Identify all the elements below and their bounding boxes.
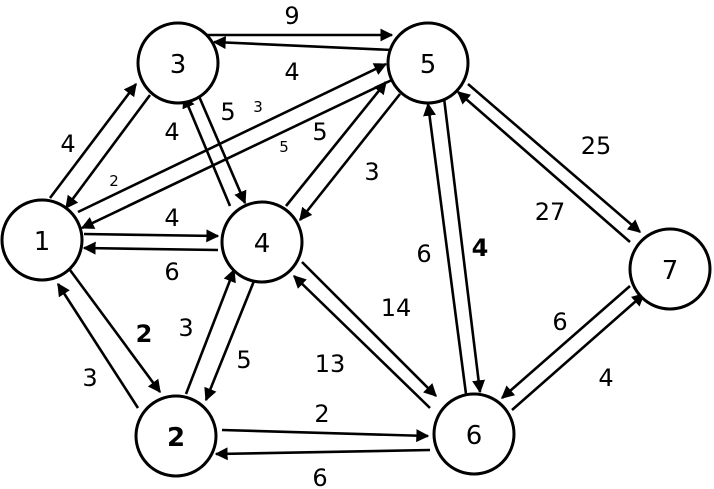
weight-7-6: 6 <box>552 308 567 336</box>
weight-6-7: 4 <box>598 364 613 392</box>
node-2-label: 2 <box>167 423 185 453</box>
edge-6-4 <box>293 275 431 409</box>
edges <box>48 28 645 461</box>
weight-1-4: 4 <box>164 204 179 232</box>
edge-6-2 <box>214 447 431 461</box>
edge-5-1 <box>80 76 397 230</box>
node-4: 4 <box>220 200 304 284</box>
weight-1-2: 2 <box>136 320 153 348</box>
edge-5-6 <box>442 97 486 394</box>
edge-7-6 <box>501 285 631 399</box>
weight-2-4: 3 <box>178 314 193 342</box>
edge-1-3 <box>48 82 138 199</box>
node-5-circle <box>386 21 470 105</box>
edge-4-5 <box>284 80 388 207</box>
node-6: 6 <box>432 392 516 476</box>
weight-6-2: 6 <box>312 464 327 489</box>
node-1-circle <box>0 198 84 282</box>
nodes: 1 2 3 4 5 6 7 <box>0 21 712 478</box>
weight-6-5: 6 <box>416 240 431 268</box>
node-4-label: 4 <box>254 229 271 259</box>
edge-4-2 <box>204 275 258 402</box>
edge-6-7 <box>511 293 645 411</box>
weight-1-3: 4 <box>60 130 75 158</box>
edge-3-4 <box>196 93 247 205</box>
edge-4-6 <box>301 261 437 397</box>
weight-5-6: 4 <box>472 234 489 262</box>
weight-2-1: 3 <box>82 364 97 392</box>
node-5: 5 <box>386 21 470 105</box>
node-7: 7 <box>628 227 712 311</box>
edge-5-4 <box>298 93 402 222</box>
weight-3-5: 9 <box>284 2 299 30</box>
weight-3-4: 5 <box>220 98 235 126</box>
weight-7-5: 27 <box>535 198 566 226</box>
edge-6-5 <box>423 102 468 395</box>
node-6-label: 6 <box>466 421 483 451</box>
weight-5-4: 3 <box>364 158 379 186</box>
weight-5-3: 4 <box>284 58 299 86</box>
node-3: 3 <box>136 21 220 105</box>
node-4-circle <box>220 200 304 284</box>
weight-4-5: 5 <box>312 118 327 146</box>
edge-7-5 <box>457 91 631 243</box>
weight-3-1: 2 <box>109 172 119 190</box>
edge-weights: 9 4 4 2 5 4 3 5 5 3 4 6 2 3 3 5 4 6 25 2… <box>60 2 613 489</box>
node-3-circle <box>136 21 220 105</box>
weight-6-4: 13 <box>315 350 346 378</box>
edge-5-7 <box>467 83 641 233</box>
weight-4-2: 5 <box>236 346 251 374</box>
edge-2-4 <box>184 268 236 395</box>
node-2: 2 <box>134 394 218 478</box>
edge-2-6 <box>221 428 430 443</box>
node-7-circle <box>628 227 712 311</box>
edge-4-1 <box>82 241 219 255</box>
edge-1-2 <box>68 269 162 394</box>
node-2-circle <box>134 394 218 478</box>
edge-1-5 <box>77 62 388 214</box>
edge-3-1 <box>64 94 152 210</box>
weight-4-6: 14 <box>381 294 412 322</box>
weight-2-6: 2 <box>314 400 329 428</box>
weight-5-1: 5 <box>279 138 289 156</box>
weight-4-3: 4 <box>164 118 179 146</box>
node-7-label: 7 <box>662 256 679 286</box>
weight-4-1: 6 <box>164 258 179 286</box>
node-5-label: 5 <box>420 50 437 80</box>
weight-1-5: 3 <box>253 98 263 116</box>
edge-2-1 <box>56 282 140 409</box>
node-3-label: 3 <box>170 50 187 80</box>
edge-5-3 <box>212 36 393 52</box>
node-6-circle <box>432 392 516 476</box>
edge-1-4 <box>83 229 220 243</box>
node-1: 1 <box>0 198 84 282</box>
node-1-label: 1 <box>34 227 51 257</box>
weight-5-7: 25 <box>581 132 612 160</box>
